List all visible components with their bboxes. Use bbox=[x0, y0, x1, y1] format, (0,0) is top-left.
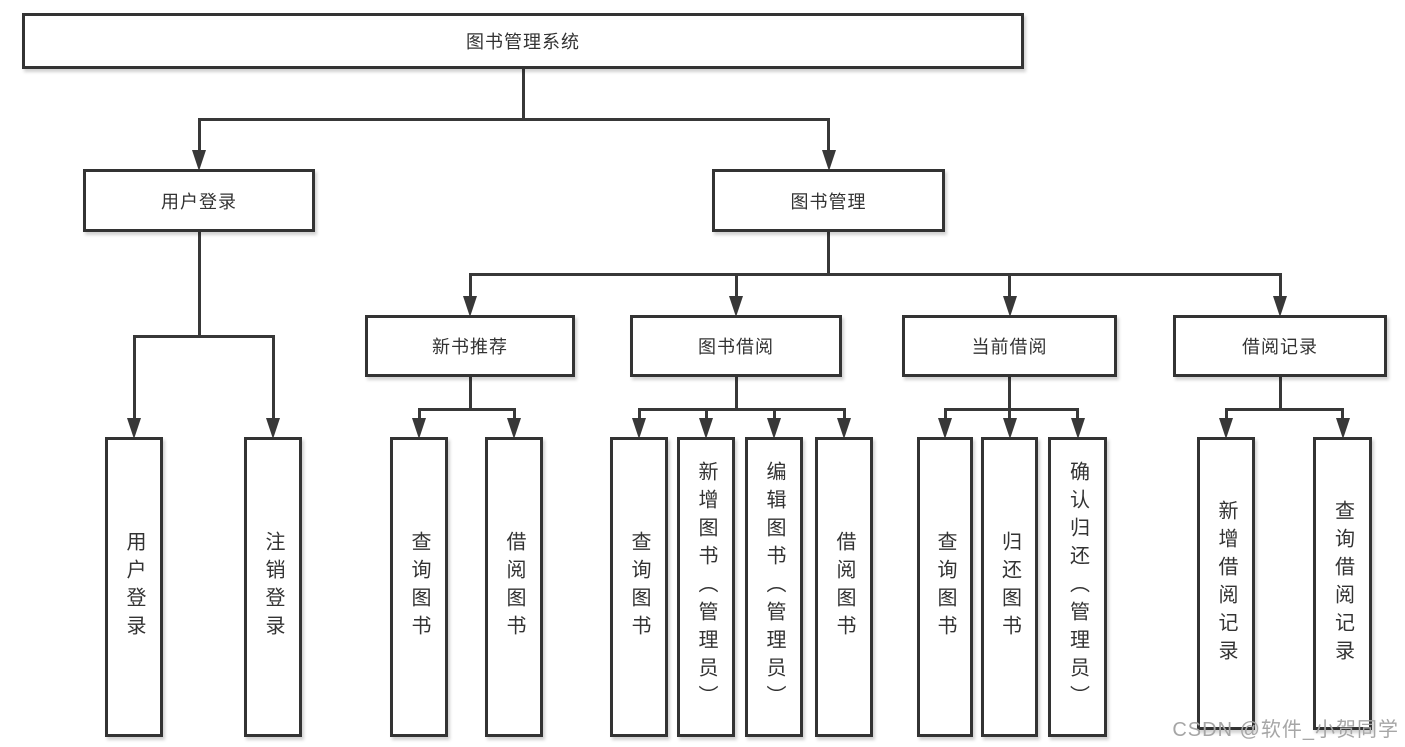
connector-stem-book-borrow bbox=[734, 377, 738, 411]
node-root: 图书管理系统 bbox=[22, 13, 1024, 69]
node-current-borrow: 当前借阅 bbox=[902, 315, 1117, 377]
connector-drop-bb-add-books bbox=[704, 408, 708, 418]
node-bb-query-books: 查询图书 bbox=[610, 437, 668, 737]
connector-drop-book-mgmt bbox=[827, 118, 830, 150]
arrow-down-icon-current-borrow bbox=[1002, 296, 1017, 317]
node-bb-add-books: 新增图书（管理员） bbox=[677, 437, 735, 737]
connector-stem-user-login bbox=[197, 232, 201, 338]
node-borrow-records: 借阅记录 bbox=[1173, 315, 1387, 377]
arrow-down-icon-cb-return-books bbox=[1002, 418, 1017, 439]
node-logout-op: 注销登录 bbox=[244, 437, 302, 737]
arrow-down-icon-br-query-record bbox=[1335, 418, 1350, 439]
connector-bar-user-login bbox=[132, 335, 275, 338]
connector-stem-new-books bbox=[468, 377, 472, 411]
node-book-borrow: 图书借阅 bbox=[630, 315, 842, 377]
connector-drop-login-op bbox=[132, 335, 136, 418]
arrow-down-icon-new-books bbox=[463, 296, 477, 317]
connector-stem-book-mgmt bbox=[827, 232, 830, 276]
arrow-down-icon-bb-edit-books bbox=[767, 418, 781, 439]
connector-drop-user-login bbox=[197, 118, 201, 150]
connector-drop-current-borrow bbox=[1008, 273, 1011, 296]
connector-drop-br-query-record bbox=[1341, 408, 1344, 418]
node-login-op: 用户登录 bbox=[105, 437, 163, 737]
connector-bar-new-books bbox=[417, 408, 516, 411]
node-user-login: 用户登录 bbox=[83, 169, 315, 232]
arrow-down-icon-user-login bbox=[192, 150, 206, 171]
arrow-down-icon-borrow-records bbox=[1273, 296, 1287, 317]
connector-stem-current-borrow bbox=[1008, 377, 1011, 411]
connector-drop-book-borrow bbox=[734, 273, 738, 296]
connector-bar-root bbox=[197, 118, 830, 121]
node-br-query-record: 查询借阅记录 bbox=[1313, 437, 1372, 730]
node-bb-borrow-books: 借阅图书 bbox=[815, 437, 873, 737]
arrow-down-icon-br-add-record bbox=[1219, 418, 1233, 439]
node-cb-return-books: 归还图书 bbox=[981, 437, 1038, 737]
connector-drop-bb-edit-books bbox=[772, 408, 776, 418]
arrow-down-icon-cb-confirm-return bbox=[1070, 418, 1085, 439]
arrow-down-icon-login-op bbox=[127, 418, 141, 439]
connector-bar-current-borrow bbox=[943, 408, 1079, 411]
connector-bar-book-borrow bbox=[637, 408, 846, 411]
connector-stem-borrow-records bbox=[1278, 377, 1282, 411]
node-bb-edit-books: 编辑图书（管理员） bbox=[745, 437, 803, 737]
arrow-down-icon-book-borrow bbox=[729, 296, 743, 317]
node-book-mgmt: 图书管理 bbox=[712, 169, 945, 232]
arrow-down-icon-bb-query-books bbox=[632, 418, 646, 439]
arrow-down-icon-cb-query-books bbox=[938, 418, 952, 439]
arrow-down-icon-bb-add-books bbox=[699, 418, 713, 439]
node-new-books: 新书推荐 bbox=[365, 315, 575, 377]
connector-drop-borrow-records bbox=[1278, 273, 1282, 296]
node-cb-query-books: 查询图书 bbox=[917, 437, 973, 737]
connector-drop-nb-borrow-books bbox=[512, 408, 516, 418]
connector-drop-cb-query-books bbox=[943, 408, 947, 418]
arrow-down-icon-nb-borrow-books bbox=[507, 418, 521, 439]
connector-stem-root bbox=[521, 69, 525, 121]
arrow-down-icon-bb-borrow-books bbox=[837, 418, 851, 439]
csdn-watermark: CSDN @软件_小贺同学 bbox=[1172, 719, 1399, 741]
node-nb-borrow-books: 借阅图书 bbox=[485, 437, 543, 737]
connector-drop-logout-op bbox=[271, 335, 275, 418]
connector-drop-bb-borrow-books bbox=[842, 408, 846, 418]
connector-bar-borrow-records bbox=[1224, 408, 1344, 411]
arrow-down-icon-nb-query-books bbox=[412, 418, 426, 439]
connector-drop-cb-confirm-return bbox=[1076, 408, 1079, 418]
connector-drop-cb-return-books bbox=[1008, 408, 1011, 418]
arrow-down-icon-logout-op bbox=[266, 418, 280, 439]
connector-drop-new-books bbox=[468, 273, 472, 296]
connector-drop-br-add-record bbox=[1224, 408, 1228, 418]
connector-drop-bb-query-books bbox=[637, 408, 641, 418]
node-br-add-record: 新增借阅记录 bbox=[1197, 437, 1255, 730]
connector-drop-nb-query-books bbox=[417, 408, 421, 418]
node-cb-confirm-return: 确认归还（管理员） bbox=[1048, 437, 1107, 737]
arrow-down-icon-book-mgmt bbox=[821, 150, 836, 171]
connector-bar-book-mgmt bbox=[468, 273, 1282, 276]
node-nb-query-books: 查询图书 bbox=[390, 437, 448, 737]
